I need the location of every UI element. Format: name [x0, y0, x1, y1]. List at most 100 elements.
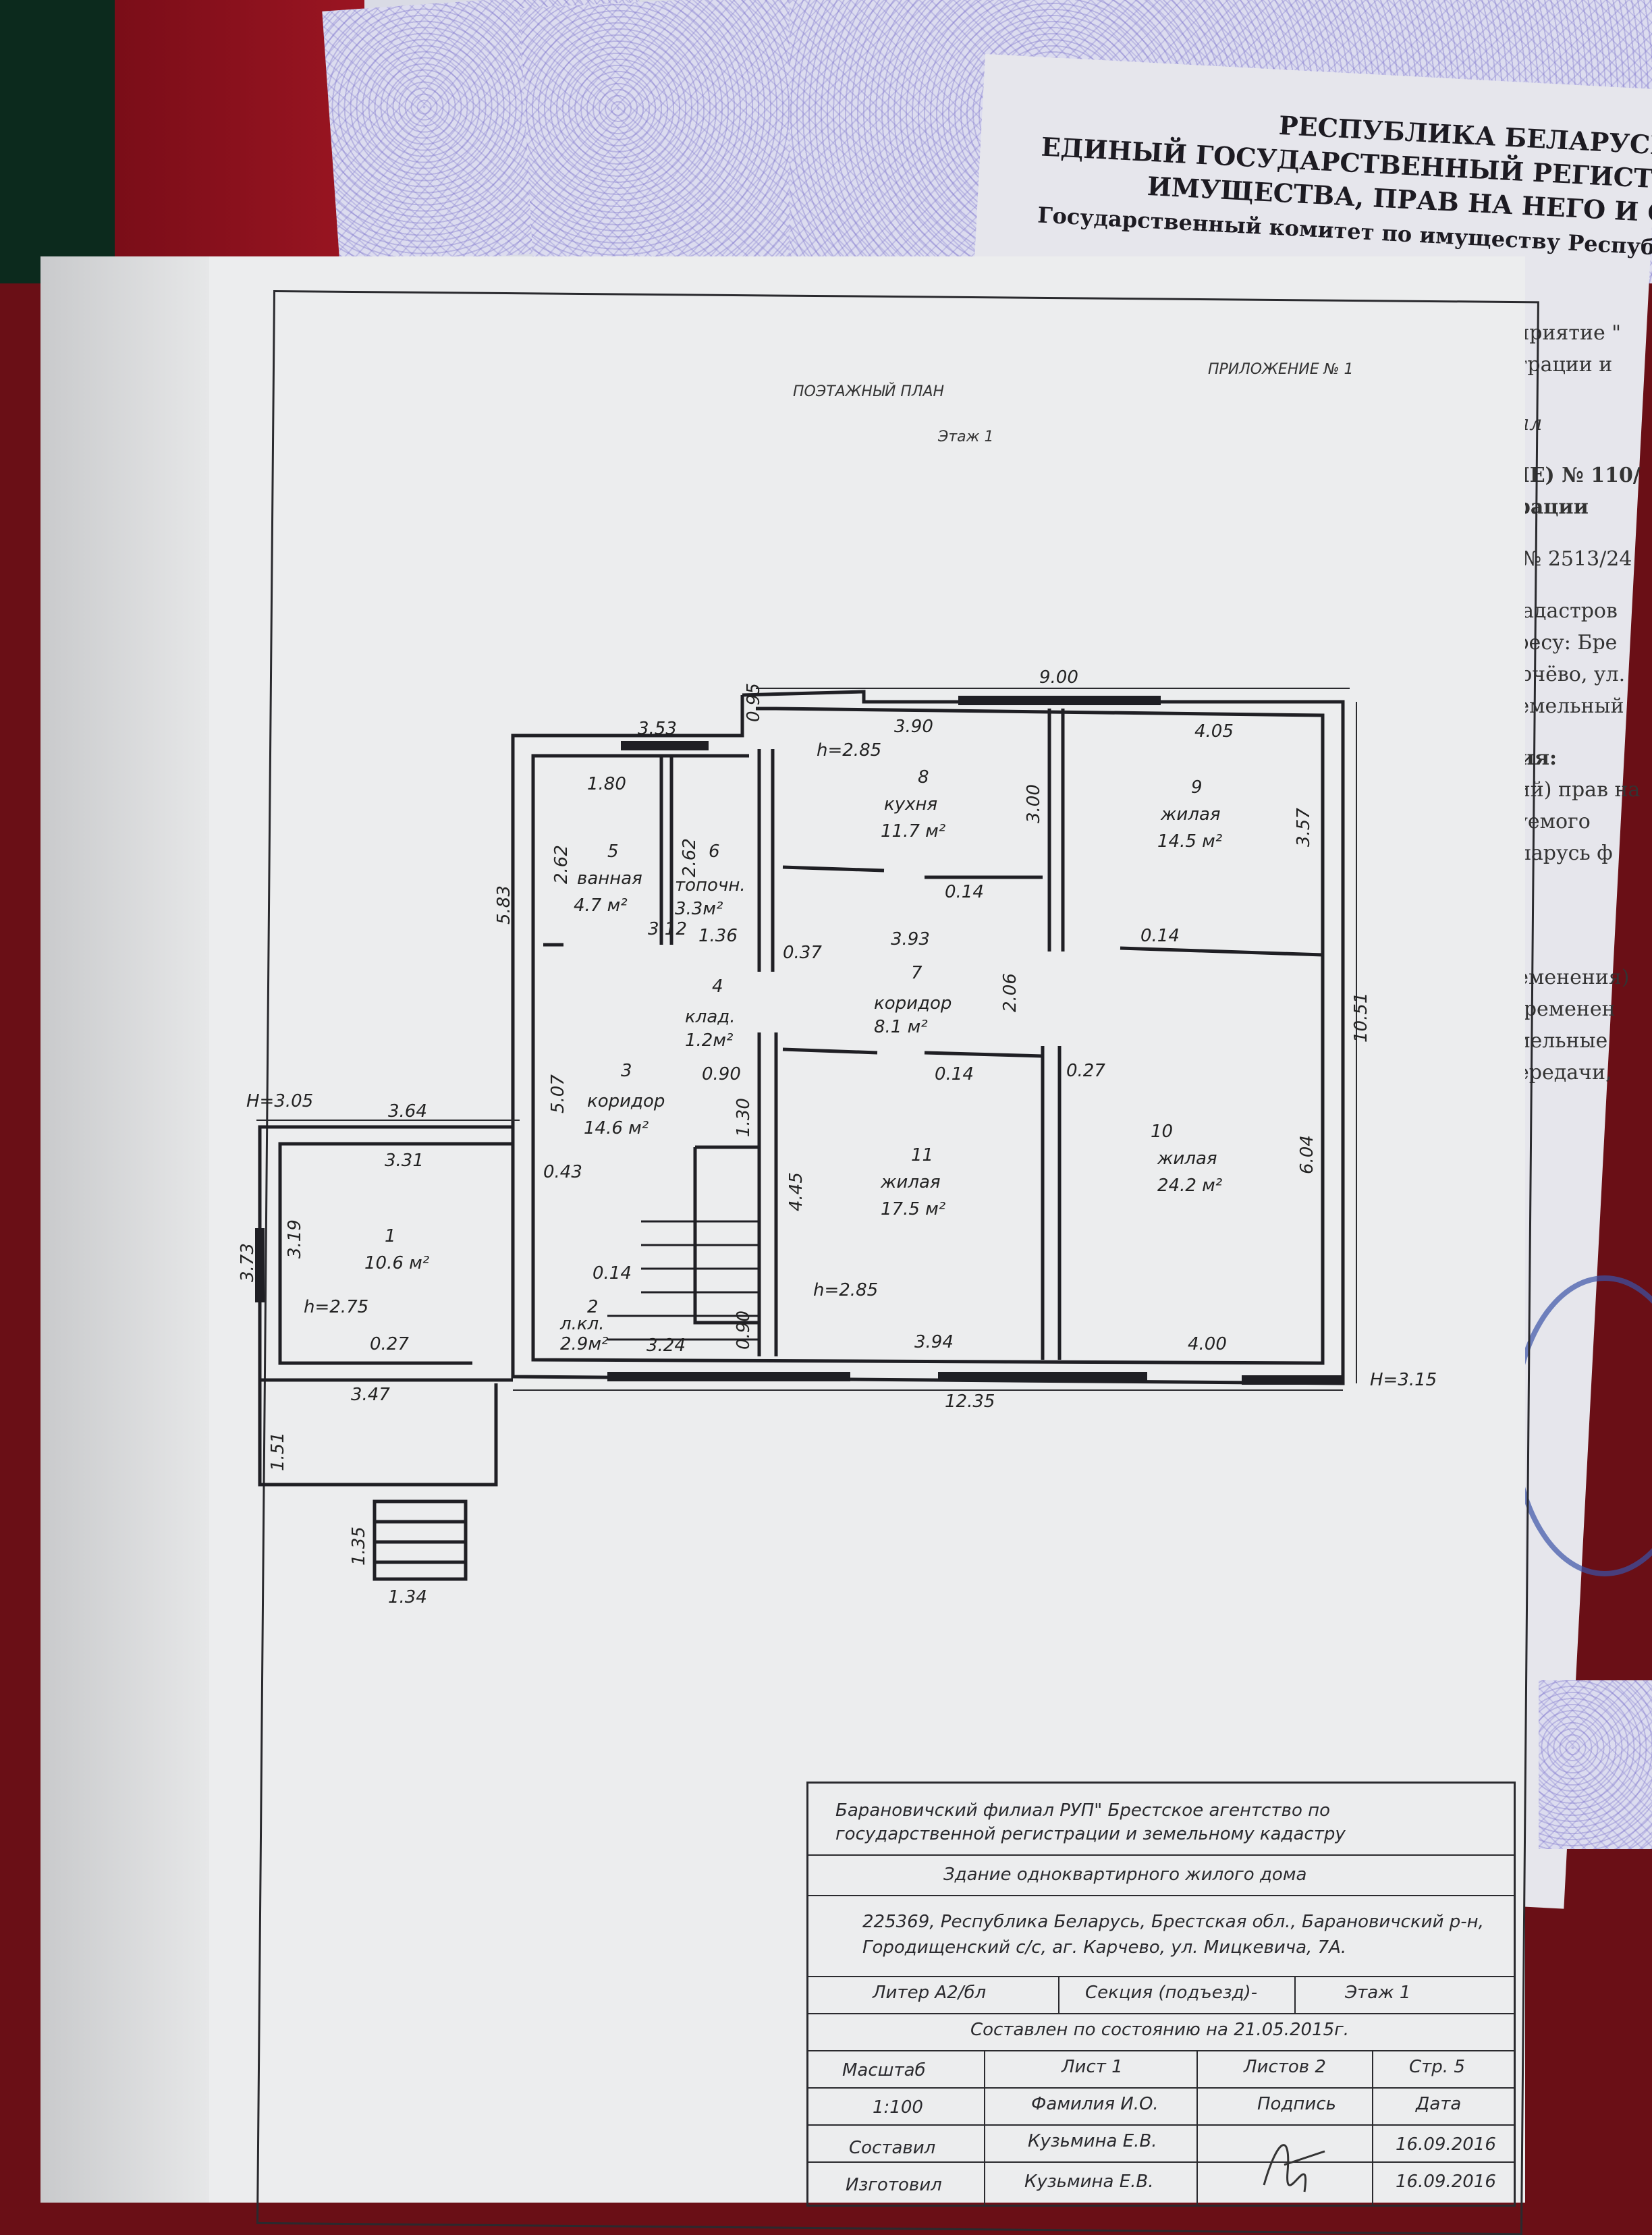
tb-org-2: государственной регистрации и земельному…: [835, 1824, 1346, 1844]
tb-made-date: 16.09.2016: [1396, 2134, 1496, 2155]
plan-title: ПОЭТАЖНЫЙ ПЛАН: [793, 383, 945, 400]
dim-label: 0.14: [935, 1064, 974, 1084]
room-8-num: 8: [918, 767, 929, 788]
dim-label: 2.62: [680, 838, 700, 877]
tb-row: [808, 2161, 1514, 2163]
tb-addr-1: 225369, Республика Беларусь, Брестская о…: [862, 1912, 1484, 1932]
room-9-num: 9: [1191, 777, 1203, 798]
room-2-name: л.кл.: [559, 1314, 604, 1334]
dim-label: 1.36: [698, 926, 738, 946]
room-8-name: кухня: [884, 794, 937, 815]
room-4-name: клад.: [685, 1007, 736, 1027]
dim-label: 3.00: [1024, 784, 1044, 823]
room-10-num: 10: [1151, 1122, 1173, 1142]
room-11-area: 17.5 м²: [881, 1199, 945, 1219]
dim-label: 0.37: [783, 943, 822, 963]
tb-vline: [1196, 2050, 1198, 2205]
tb-prod-name: Кузьмина Е.В.: [1024, 2172, 1154, 2192]
dim-label: 3.94: [914, 1332, 954, 1352]
tb-sheets: Листов 2: [1244, 2057, 1326, 2077]
dim-label: 2.62: [551, 845, 572, 884]
tb-prod-label: Изготовил: [846, 2175, 942, 2195]
dim-label: 0.27: [1066, 1061, 1105, 1081]
tb-org: Барановичский филиал РУП" Брестское аген…: [835, 1800, 1331, 1821]
room-3-area: 14.6 м²: [584, 1118, 649, 1138]
dim-label: 0.90: [702, 1064, 741, 1084]
wall: [782, 1047, 878, 1055]
dim-label: 9.00: [1039, 667, 1078, 688]
tb-row: [808, 2013, 1514, 2014]
room-11-name: жилая: [880, 1172, 941, 1192]
dim-label: 3.19: [285, 1219, 305, 1259]
dim-label: 3.90: [894, 717, 933, 737]
room-3-name: коридор: [587, 1091, 665, 1111]
tb-row: [808, 1895, 1514, 1896]
room-9-name: жилая: [1160, 804, 1221, 825]
dim-label: 3.73: [238, 1243, 258, 1282]
tb-date: Дата: [1416, 2094, 1462, 2114]
dim-label: 10.51: [1351, 993, 1371, 1043]
room-2-num: 2: [587, 1297, 599, 1317]
dim-label: 12.35: [945, 1391, 995, 1412]
dim-label: 0.14: [1140, 926, 1180, 946]
tb-state: Составлен по состоянию на 21.05.2015г.: [970, 2020, 1350, 2040]
dim-label: 3.57: [1294, 808, 1314, 847]
paper-left-shade: [40, 256, 209, 2203]
dim-label: 2.06: [1000, 973, 1020, 1012]
room-5-name: ванная: [577, 868, 642, 889]
room-5-area: 4.7 м²: [574, 895, 628, 916]
tb-litera: Литер А2/бл: [873, 1983, 987, 2003]
dim-label: 3.64: [388, 1101, 427, 1122]
tb-scale: 1:100: [873, 2097, 923, 2118]
dim-label: 3.12: [648, 919, 687, 939]
outer-wall-inner: [531, 707, 1325, 1365]
room-10-area: 24.2 м²: [1157, 1176, 1222, 1196]
dim-label: 0.14: [945, 882, 984, 902]
room-6-num: 6: [709, 841, 720, 862]
dim-label: 1.30: [734, 1098, 754, 1137]
tb-row: [808, 2050, 1514, 2051]
tb-row: [808, 2087, 1514, 2089]
dim-label: 4.05: [1194, 721, 1234, 742]
floor-label: Этаж 1: [938, 429, 994, 445]
dim-label: 3.53: [638, 719, 677, 739]
signature: [1263, 2144, 1325, 2192]
room-10-name: жилая: [1157, 1149, 1217, 1169]
dim-label: 1.35: [349, 1526, 369, 1566]
wall: [924, 1051, 1043, 1058]
dim-label: 4.45: [786, 1172, 806, 1211]
dim-label: 5.83: [494, 885, 514, 925]
tb-vline: [984, 2050, 985, 2205]
dim-label: 3.31: [385, 1151, 424, 1171]
tb-made-name: Кузьмина Е.В.: [1028, 2131, 1157, 2151]
room-6-area: 3.3м²: [675, 899, 723, 919]
dim-label: 3.24: [646, 1335, 686, 1356]
dim-label: 0.90: [734, 1310, 754, 1350]
tb-page: Стр. 5: [1409, 2057, 1465, 2077]
tb-sheet: Лист 1: [1062, 2057, 1123, 2077]
dim-label: 1.51: [268, 1432, 288, 1471]
room-9-area: 14.5 м²: [1157, 831, 1222, 852]
title-block: Барановичский филиал РУП" Брестское аген…: [806, 1782, 1516, 2207]
room-1-height: h=2.75: [304, 1297, 368, 1317]
tb-scale-label: Масштаб: [842, 2060, 926, 2080]
dim-label: 0.95: [744, 683, 764, 722]
room-7-name: коридор: [874, 993, 952, 1014]
dim-label: 6.04: [1297, 1135, 1317, 1174]
room-8-height: h=2.85: [817, 740, 881, 761]
height-mark: H=3.15: [1370, 1370, 1437, 1390]
room-3-num: 3: [621, 1061, 632, 1081]
tb-row: [808, 1854, 1514, 1856]
tb-made-label: Составил: [849, 2138, 936, 2158]
tb-row: [808, 1976, 1514, 1977]
wall: [1120, 946, 1323, 957]
tb-row: [808, 2124, 1514, 2126]
appendix-label: ПРИЛОЖЕНИЕ № 1: [1208, 361, 1354, 378]
dim-label: 3.47: [351, 1385, 390, 1405]
room-7-num: 7: [911, 963, 923, 983]
dim-label: 0.43: [543, 1162, 582, 1182]
tb-object: Здание одноквартирного жилого дома: [943, 1865, 1307, 1885]
height-mark: H=3.05: [246, 1091, 313, 1111]
dim-label: 5.07: [548, 1074, 568, 1113]
room-4-num: 4: [712, 976, 723, 997]
